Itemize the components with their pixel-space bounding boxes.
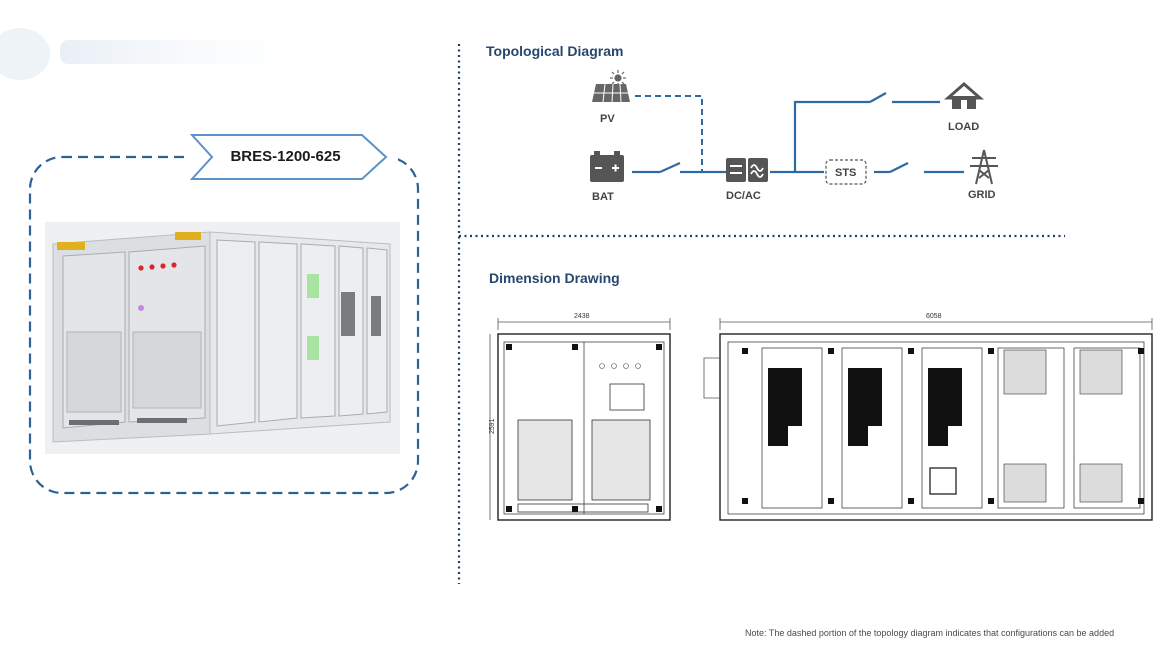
faded-logo-watermark bbox=[0, 28, 330, 80]
dcac-label: DC/AC bbox=[726, 190, 761, 202]
bat-label: BAT bbox=[592, 191, 614, 203]
topology-title: Topological Diagram bbox=[486, 43, 624, 59]
sts-box bbox=[825, 159, 867, 185]
horizontal-divider bbox=[459, 234, 1065, 238]
load-switch bbox=[869, 92, 887, 103]
grid-label: GRID bbox=[968, 189, 996, 201]
pv-label: PV bbox=[600, 113, 615, 125]
power-tower-icon bbox=[970, 149, 998, 185]
grid-switch bbox=[889, 162, 909, 173]
footnote: Note: The dashed portion of the topology… bbox=[745, 628, 1115, 638]
bus-to-load-line bbox=[793, 100, 870, 172]
container-product-image bbox=[45, 222, 400, 454]
bat-switch bbox=[659, 161, 681, 174]
inverter-icon bbox=[726, 158, 768, 182]
height-dimension-label: 2591 bbox=[489, 418, 496, 434]
width-dimension-label: 2438 bbox=[574, 313, 590, 320]
length-dimension-label: 6058 bbox=[926, 313, 942, 320]
dimension-title: Dimension Drawing bbox=[489, 270, 620, 286]
sts-label: STS bbox=[835, 167, 856, 179]
solar-panel-icon bbox=[592, 70, 630, 103]
load-label: LOAD bbox=[948, 121, 979, 133]
battery-icon bbox=[590, 151, 624, 182]
front-dimension-drawing: 2438 2591 bbox=[489, 313, 671, 521]
pv-dashed-line bbox=[635, 95, 703, 172]
vertical-divider bbox=[457, 44, 461, 584]
side-dimension-drawing: 6058 bbox=[703, 313, 1153, 521]
model-label: BRES-1200-625 bbox=[230, 148, 341, 165]
model-banner bbox=[190, 134, 388, 180]
house-icon bbox=[944, 82, 984, 109]
topology-diagram: PV BAT DC/AC STS LOAD GRID bbox=[590, 70, 998, 203]
